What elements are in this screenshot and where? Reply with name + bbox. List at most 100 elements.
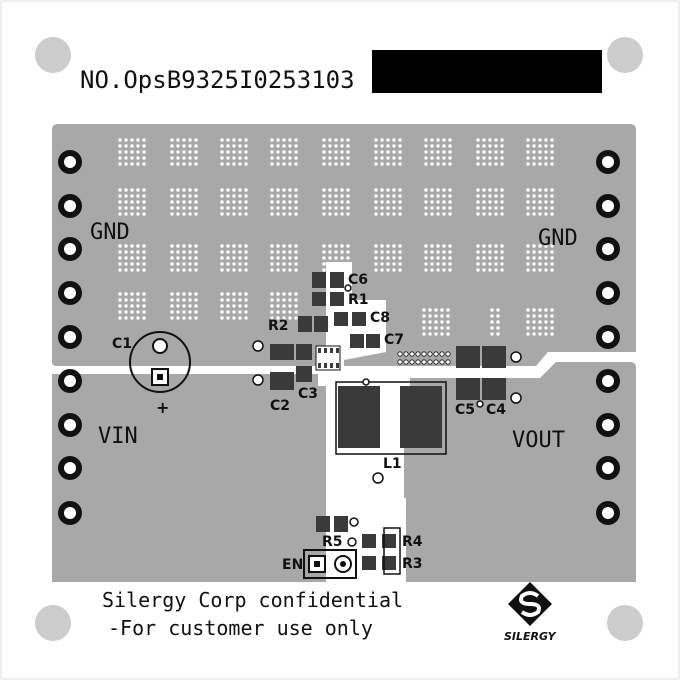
via: [142, 188, 146, 192]
via: [380, 244, 384, 248]
via: [238, 268, 242, 272]
left-header-pin-1-hole: [64, 156, 76, 168]
via: [374, 194, 378, 198]
via: [496, 320, 500, 324]
via: [322, 262, 326, 266]
via: [124, 304, 128, 308]
via: [436, 150, 440, 154]
left-header-pin-6-hole: [64, 375, 76, 387]
via: [194, 188, 198, 192]
via: [182, 194, 186, 198]
via: [442, 212, 446, 216]
via: [380, 268, 384, 272]
c1-pad-2-hole: [157, 374, 163, 380]
via: [424, 256, 428, 260]
via: [340, 250, 344, 254]
via: [124, 150, 128, 154]
en-header-outline: [303, 549, 357, 579]
via: [482, 262, 486, 266]
via: [488, 262, 492, 266]
via: [430, 262, 434, 266]
via: [226, 138, 230, 142]
via: [294, 316, 298, 320]
tp-7: [347, 537, 357, 547]
via: [436, 262, 440, 266]
via: [238, 194, 242, 198]
via: [494, 200, 498, 204]
via: [182, 250, 186, 254]
via: [482, 162, 486, 166]
via: [328, 138, 332, 142]
via: [130, 268, 134, 272]
via: [550, 314, 554, 318]
via: [176, 304, 180, 308]
via: [476, 162, 480, 166]
via: [328, 162, 332, 166]
via: [526, 144, 530, 148]
via: [328, 150, 332, 154]
via: [194, 268, 198, 272]
via: [194, 144, 198, 148]
via: [232, 162, 236, 166]
via: [482, 138, 486, 142]
via: [294, 156, 298, 160]
via: [232, 244, 236, 248]
via: [288, 310, 292, 314]
confidential-line-1: Silergy Corp confidential: [102, 588, 404, 612]
via: [427, 351, 433, 357]
via: [194, 250, 198, 254]
via: [448, 250, 452, 254]
via: [170, 244, 174, 248]
via: [424, 200, 428, 204]
via: [448, 188, 452, 192]
via: [118, 206, 122, 210]
via: [288, 268, 292, 272]
via: [276, 250, 280, 254]
via: [244, 150, 248, 154]
via: [136, 144, 140, 148]
via: [130, 138, 134, 142]
via: [118, 212, 122, 216]
via: [194, 304, 198, 308]
via: [482, 206, 486, 210]
via: [494, 150, 498, 154]
via: [448, 212, 452, 216]
via: [340, 212, 344, 216]
via: [322, 244, 326, 248]
via: [276, 310, 280, 314]
via: [238, 298, 242, 302]
gnd-left-label: GND: [90, 220, 130, 245]
right-header-pin-9-hole: [602, 507, 614, 519]
c3-label: C3: [298, 386, 319, 402]
via: [136, 194, 140, 198]
via: [232, 292, 236, 296]
via: [176, 244, 180, 248]
via: [136, 212, 140, 216]
via: [476, 212, 480, 216]
via: [176, 138, 180, 142]
via: [124, 194, 128, 198]
via: [476, 144, 480, 148]
via: [288, 316, 292, 320]
via: [182, 244, 186, 248]
mounting-hole-top-right: [607, 37, 643, 73]
via: [430, 162, 434, 166]
via: [442, 200, 446, 204]
via: [130, 156, 134, 160]
via: [220, 310, 224, 314]
via: [386, 144, 390, 148]
via: [386, 212, 390, 216]
via: [282, 144, 286, 148]
via: [434, 326, 438, 330]
via: [476, 200, 480, 204]
via: [232, 316, 236, 320]
via: [482, 156, 486, 160]
via: [176, 250, 180, 254]
r3-label: R3: [402, 556, 423, 572]
via: [550, 150, 554, 154]
via: [532, 156, 536, 160]
mounting-hole-bottom-right: [607, 605, 643, 641]
via: [142, 206, 146, 210]
via: [322, 138, 326, 142]
